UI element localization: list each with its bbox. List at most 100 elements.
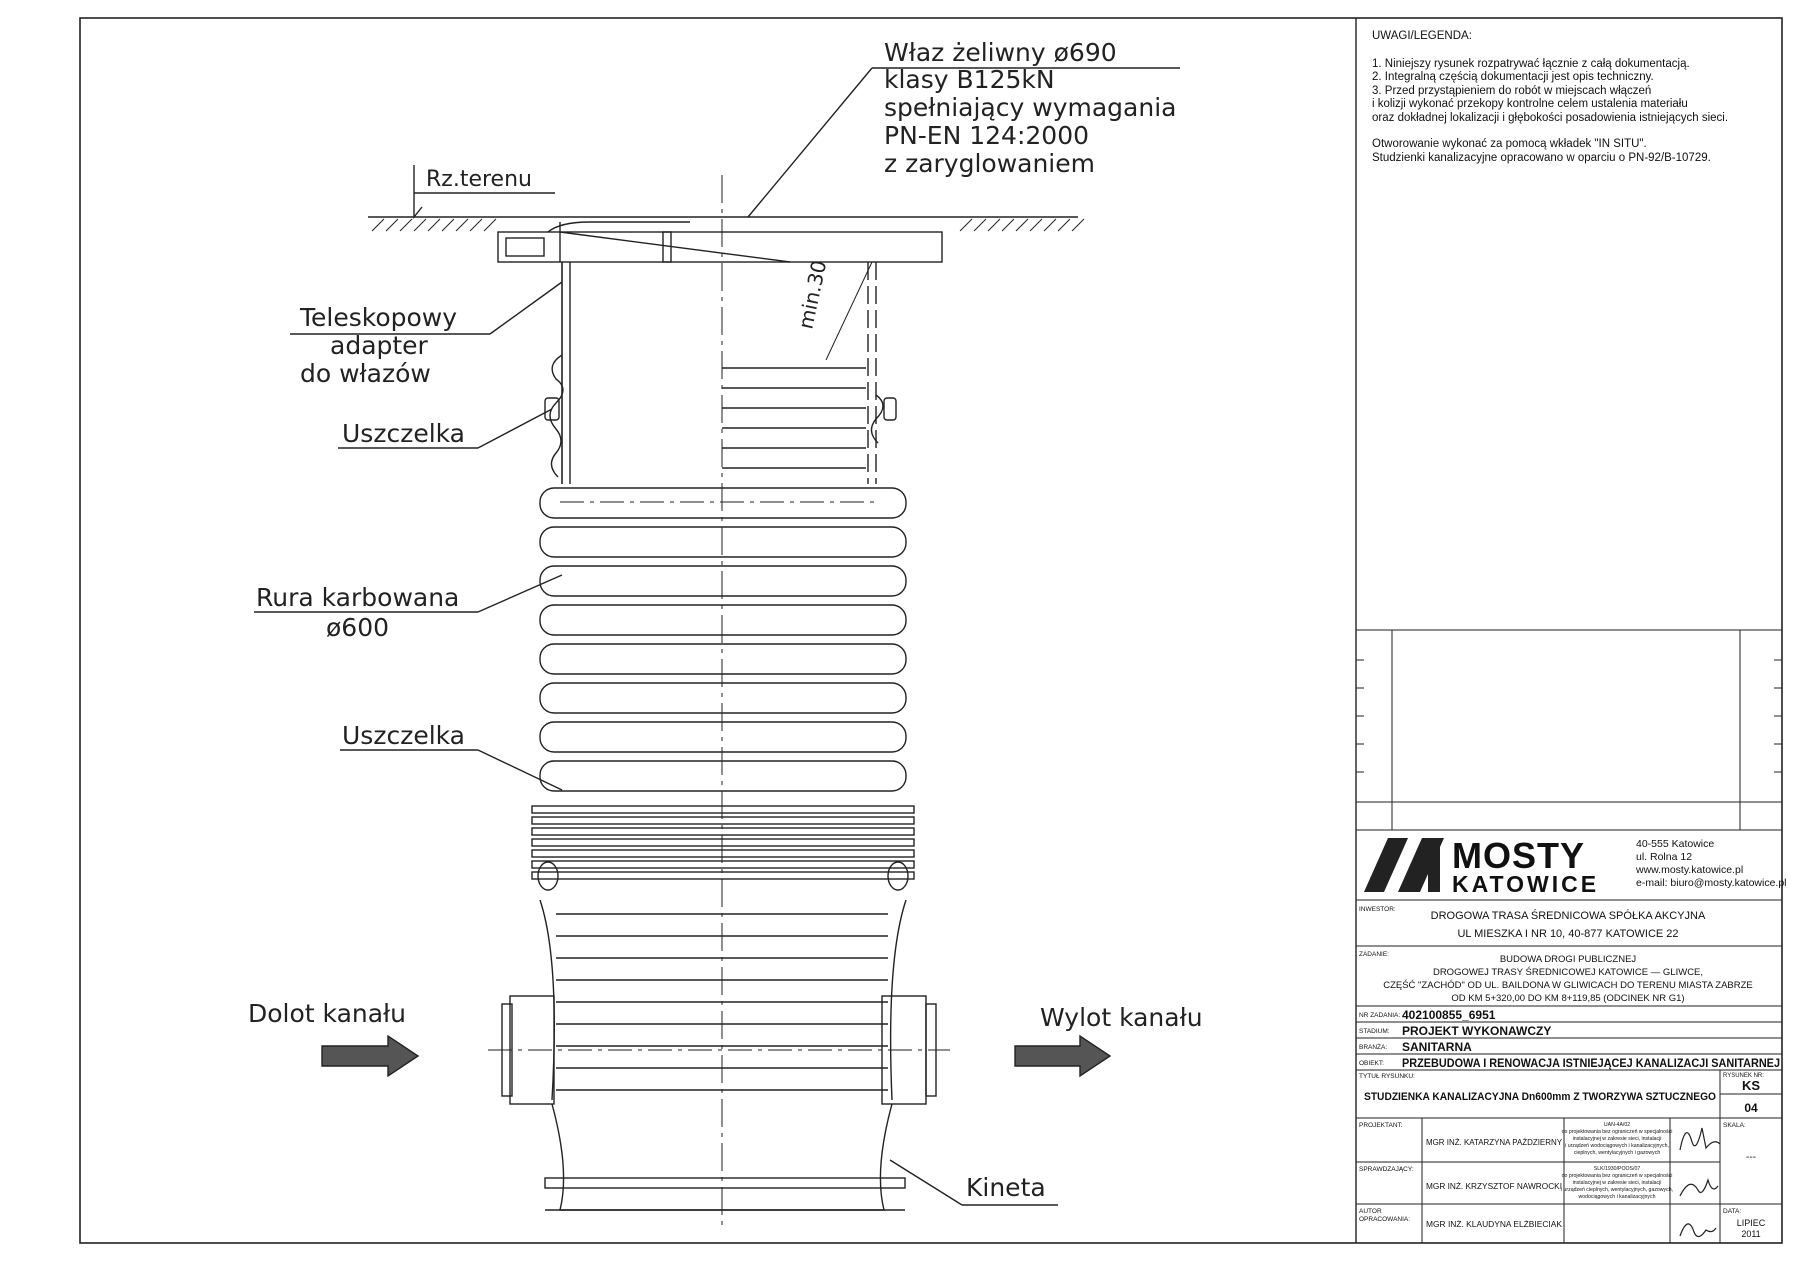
company-website: www.mosty.katowice.pl [1635,864,1743,876]
hatch-line [1071,218,1085,232]
base-ring [531,860,915,869]
upper-seal-shape [544,397,560,421]
base-ring [531,838,915,847]
drawing-title: STUDZIENKA KANALIZACYJNA Dn600mm Z TWORZ… [1364,1091,1716,1103]
task-line-4: OD KM 5+320,00 DO KM 8+119,85 (ODCINEK N… [1451,993,1684,1004]
manhole-label-line-5: z zaryglowaniem [884,149,1095,178]
note-item-4: i kolizji wykonać przekopy kontrolne cel… [1372,98,1688,110]
branch: SANITARNA [1402,1040,1472,1054]
company-email: e-mail: biuro@mosty.katowice.pl [1636,877,1787,889]
pipe-rib [539,682,907,714]
min-dim-line [825,261,873,361]
pipe-rib [539,487,907,519]
inlet-arrow [321,1034,420,1078]
company-sub: KATOWICE [1452,871,1599,897]
object-label: OBIEKT: [1359,1060,1384,1067]
pipe-rib [539,604,907,636]
adapter-label-line-3: do włazów [300,359,431,388]
logo-slash-1 [1364,838,1408,892]
checker-perm-1: SLK/1930/POOS/07 [1594,1166,1641,1172]
task-line-1: BUDOWA DROGI PUBLICZNEJ [1500,954,1637,965]
company-address-2: ul. Rolna 12 [1636,851,1692,863]
inner-corrugation [722,367,866,469]
lower-seal-left [537,861,559,891]
pipe-rib [539,760,907,792]
title-block-texts: INWESTOR: DROGOWA TRASA ŚREDNICOWA SPÓŁK… [1359,906,1780,1239]
hatch-line [399,218,413,232]
outlet-arrow [1014,1034,1112,1078]
seal-upper-leader [477,408,553,449]
task-line-2: DROGOWEJ TRASY ŚREDNICOWEJ KATOWICE — GL… [1433,966,1703,978]
note-extra-1: Otworowanie wykonać za pomocą wkładek "I… [1372,138,1647,150]
outlet-label: Wylot kanału [1040,1003,1203,1032]
designer-perm-1: UAN-4A/02 [1604,1122,1630,1128]
task-label: ZADANIE: [1359,951,1389,958]
investor-line-1: DROGOWA TRASA ŚREDNICOWA SPÓŁKA AKCYJNA [1431,909,1706,922]
base-ring [531,871,915,880]
kineta-leader [889,1159,963,1206]
manhole-label-line-4: PN-EN 124:2000 [884,121,1089,150]
inlet-label: Dolot kanału [248,999,406,1028]
min-dim-label: min.30 [793,258,831,331]
manhole-leader [747,67,873,218]
hatch-line [371,218,385,232]
adapter-label-line-2: adapter [330,331,429,360]
note-item-2: 2. Integralną częścią dokumentacji jest … [1372,71,1654,83]
notes-title: UWAGI/LEGENDA: [1372,30,1472,42]
task-no-label: NR ZADANIA: [1359,1012,1400,1019]
author-label-1: AUTOR [1359,1208,1382,1215]
object: PRZEBUDOWA I RENOWACJA ISTNIEJĄCEJ KANAL… [1402,1058,1780,1070]
note-item-1: 1. Niniejszy rysunek rozpatrywać łącznie… [1372,57,1690,70]
checker-perm-5: wodociągowych i kanalizacyjnych [1579,1194,1656,1200]
investor-label: INWESTOR: [1359,906,1396,913]
author-name: MGR INŻ. KLAUDYNA ELŻBIECIAK [1426,1220,1563,1229]
date-month: LIPIEC [1737,1218,1766,1228]
drawing-labels: Właz żeliwny ø690 klasy B125kN spełniają… [248,38,1203,1202]
base-ring [531,816,915,825]
company-address-1: 40-555 Katowice [1636,838,1714,850]
drawing-no-top: KS [1742,1078,1760,1093]
hatch-line [455,218,469,232]
base-ring-bottom [544,1177,906,1189]
stage-label: STADIUM: [1359,1028,1390,1035]
lower-seal-right [887,861,909,891]
date-label: DATA: [1723,1208,1741,1215]
note-extra-2: Studzienki kanalizacyjne opracowano w op… [1372,151,1711,164]
pipe-rib [539,643,907,675]
hatch-line [1043,218,1057,232]
hatch-line [987,218,1001,232]
frame-hinge [505,237,545,257]
task-line-3: CZĘŚĆ "ZACHÓD" OD UL. BAILDONA W GLIWICA… [1383,979,1753,991]
task-no: 402100855_6951 [1402,1008,1496,1022]
hatch-line [1015,218,1029,232]
author-label-2: OPRACOWANIA: [1359,1216,1410,1223]
adapter-label-line-1: Teleskopowy [299,303,457,332]
designer-perm-5: cieplnych, wentylacyjnych i gazowych [1574,1150,1661,1156]
hatch-line [959,218,973,232]
kineta-label: Kineta [966,1173,1046,1202]
investor-line-2: UL MIESZKA I NR 10, 40-877 KATOWICE 22 [1457,928,1678,940]
cover-curve [559,231,791,263]
base-ring [531,827,915,836]
base-ring [531,805,915,814]
seal-upper-label: Uszczelka [342,419,465,448]
adapter-corrugation-left [549,354,564,478]
ground-hatching [371,218,1085,232]
hatch-line [1001,218,1015,232]
hatch-line [385,218,399,232]
base-rings [531,805,915,1101]
manhole-drawing [254,67,1180,1230]
hatch-line [483,218,497,232]
cover-top [547,221,690,233]
checker-name: MGR INŻ. KRZYSZTOF NAWROCKI [1426,1182,1562,1191]
manhole-label-line-1: Właz żeliwny ø690 [884,38,1117,67]
pipe-rib [539,526,907,558]
checker-perm-3: instalacyjnej w zakresie sieci, instalac… [1573,1180,1662,1186]
hatch-line [1057,218,1071,232]
hatch-line [973,218,987,232]
adapter-corrugation-right [870,394,884,444]
seal-lower-label: Uszczelka [342,721,465,750]
designer-signature [1679,1127,1721,1151]
hatch-line [427,218,441,232]
